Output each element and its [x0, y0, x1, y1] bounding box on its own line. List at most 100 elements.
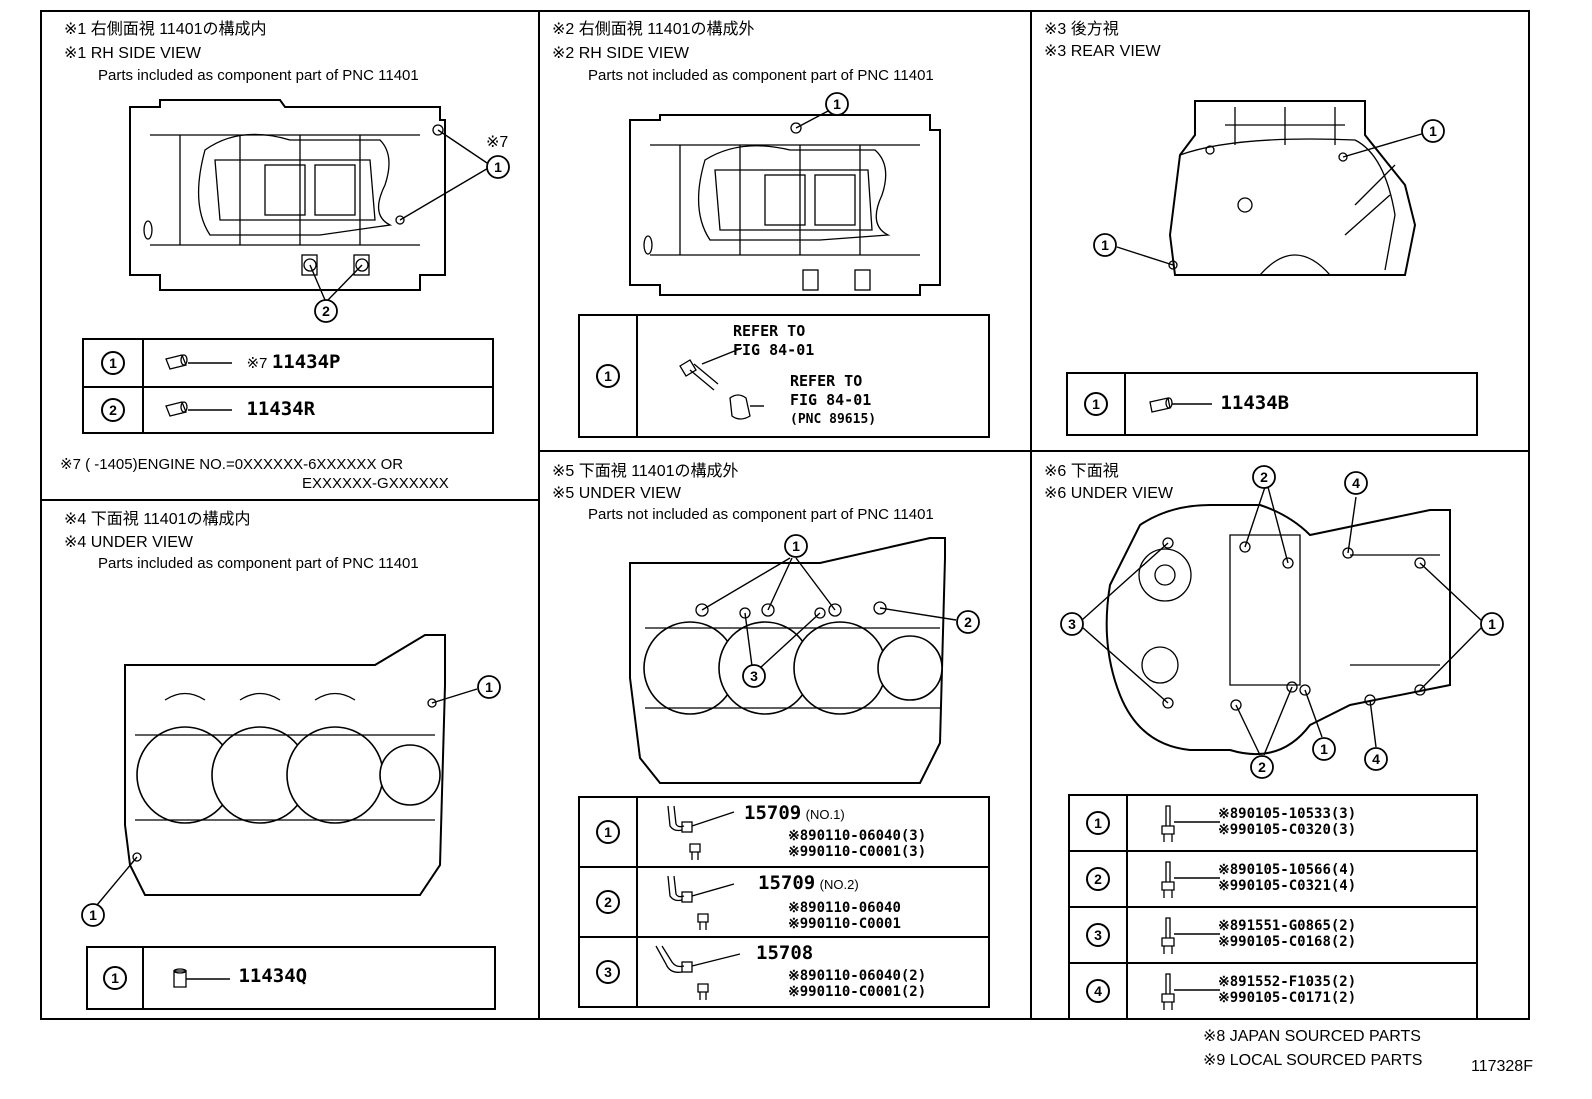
svg-text:1: 1: [833, 96, 841, 112]
japan-sourced-legend: ※8 JAPAN SOURCED PARTS: [1203, 1028, 1421, 1045]
part-ref-mark: ※7: [246, 354, 268, 372]
bolt-icon: [1161, 917, 1220, 954]
panel1-title-jp: ※1 右側面視 11401の構成内: [64, 21, 267, 38]
part-qualifier: (NO.2): [819, 877, 859, 892]
callout-number: 2: [101, 398, 125, 422]
rh-side-block-drawing-1: 1 2: [129, 99, 510, 323]
panel3-parts-table: 1 11434B: [1066, 372, 1478, 436]
svg-text:4: 4: [1352, 475, 1360, 491]
part-codes: ※890110-06040 ※990110-C0001: [788, 900, 901, 932]
panel4-title-en: ※4 UNDER VIEW: [64, 534, 193, 551]
part-codes: ※890105-10566(4) ※990105-C0321(4): [1218, 862, 1357, 894]
svg-text:2: 2: [1258, 759, 1266, 775]
panel5-parts-table: 1 15709 (NO.1) ※890110-06040(3) ※990110-…: [578, 796, 990, 1008]
panel5-subtitle: Parts not included as component part of …: [588, 506, 934, 523]
under-block-drawing-3: 2 2 1 1 3 4 4: [1060, 465, 1504, 779]
svg-text:1: 1: [494, 159, 502, 175]
part-number: 15709: [744, 802, 802, 824]
svg-text:3: 3: [750, 668, 758, 684]
callout-number: 3: [596, 960, 620, 984]
svg-text:2: 2: [964, 614, 972, 630]
panel3-title-jp: ※3 後方視: [1044, 21, 1119, 38]
panel2-title-en: ※2 RH SIDE VIEW: [552, 45, 689, 62]
panel5-row-1: 1 15709 (NO.1) ※890110-06040(3) ※990110-…: [578, 796, 990, 868]
panel4-parts-table: 1 11434Q: [86, 946, 496, 1010]
refer-to-label: REFER TO FIG 84-01 (PNC 89615): [790, 372, 877, 427]
divider-col2: [1030, 12, 1032, 1018]
bolt-icon: [679, 347, 764, 420]
panel1-subtitle: Parts included as component part of PNC …: [98, 67, 419, 84]
part-number: 11434Q: [238, 965, 308, 988]
panel6-row-2: 2 ※890105-10566(4) ※990105-C0321(4): [1068, 850, 1478, 908]
callout-number: 2: [596, 890, 620, 914]
panel6-title-en: ※6 UNDER VIEW: [1044, 485, 1173, 502]
divider-row-right: [538, 450, 1530, 452]
callout-number: 2: [1086, 867, 1110, 891]
part-codes: ※891552-F1035(2) ※990105-C0171(2): [1218, 974, 1357, 1006]
refer-to-label: REFER TO FIG 84-01: [733, 322, 815, 359]
part-number: 11434P: [271, 350, 341, 373]
part-number: 11434B: [1220, 391, 1290, 414]
panel3-title-en: ※3 REAR VIEW: [1044, 43, 1161, 60]
panel6-row-3: 3 ※891551-G0865(2) ※990105-C0168(2): [1068, 906, 1478, 964]
engine-number-note: ※7 ( -1405)ENGINE NO.=0XXXXXX-6XXXXXX OR: [60, 456, 404, 473]
panel2-subtitle: Parts not included as component part of …: [588, 67, 934, 84]
panel4-subtitle: Parts included as component part of PNC …: [98, 555, 419, 572]
dowel-pin-icon: [1149, 397, 1212, 414]
panel6-title-jp: ※6 下面視: [1044, 463, 1119, 480]
panel1-parts-table: 1 ※7 11434P 2 11434R: [82, 338, 494, 434]
callout-number: 1: [1084, 392, 1108, 416]
panel1-title-en: ※1 RH SIDE VIEW: [64, 45, 201, 62]
svg-text:1: 1: [485, 679, 493, 695]
engine-number-note-cont: EXXXXXX-GXXXXXX: [302, 475, 449, 492]
panel6-row-4: 4 ※891552-F1035(2) ※990105-C0171(2): [1068, 962, 1478, 1020]
part-number: 11434R: [246, 397, 316, 420]
part-codes: ※890110-06040(2) ※990110-C0001(2): [788, 968, 927, 1000]
dowel-pin-icon: [165, 401, 232, 418]
bolt-icon: [1161, 861, 1220, 898]
panel5-row-3: 3 15708 ※890110-06040(2) ※990110-C0001(2…: [578, 936, 990, 1008]
callout-number: 1: [103, 966, 127, 990]
figure-id: 117328F: [1471, 1058, 1533, 1075]
bolt-icon: [1161, 973, 1220, 1010]
panel6-parts-table: 1 ※890105-10533(3) ※990105-C0320(3) 2: [1068, 794, 1478, 1020]
part-codes: ※890105-10533(3) ※990105-C0320(3): [1218, 806, 1357, 838]
svg-text:2: 2: [1260, 469, 1268, 485]
diagram-frame: [40, 10, 1530, 1020]
dowel-pin-icon: [165, 354, 232, 371]
part-number: 15708: [756, 942, 814, 964]
dowel-pin-icon: [173, 968, 230, 988]
part-codes: ※890110-06040(3) ※990110-C0001(3): [788, 828, 927, 860]
panel3-row-1: 1 11434B: [1066, 372, 1478, 436]
panel5-title-jp: ※5 下面視 11401の構成外: [552, 463, 739, 480]
panel1-mark7: ※7: [486, 134, 509, 151]
panel6-row-1: 1 ※890105-10533(3) ※990105-C0320(3): [1068, 794, 1478, 852]
callout-number: 3: [1086, 923, 1110, 947]
svg-text:4: 4: [1372, 751, 1380, 767]
svg-text:2: 2: [322, 303, 330, 319]
panel1-row-1: 1 ※7 11434P: [82, 338, 494, 388]
callout-number: 1: [596, 364, 620, 388]
svg-text:1: 1: [792, 538, 800, 554]
bolt-icon: [1161, 805, 1220, 842]
callout-number: 1: [1086, 811, 1110, 835]
panel2-parts-table: 1 REFER TO FIG 84-01 REFER TO FIG 84-01 …: [578, 314, 990, 438]
svg-text:1: 1: [1429, 123, 1437, 139]
oil-jet-icon: [667, 875, 735, 930]
part-qualifier: (NO.1): [805, 807, 845, 822]
svg-text:3: 3: [1068, 616, 1076, 632]
panel4-title-jp: ※4 下面視 11401の構成内: [64, 511, 251, 528]
under-block-drawing-2: 1 2 3: [629, 534, 980, 784]
panel2-row-1: 1 REFER TO FIG 84-01 REFER TO FIG 84-01 …: [578, 314, 990, 438]
divider-col1: [538, 12, 540, 1018]
svg-text:1: 1: [1320, 741, 1328, 757]
oil-jet-icon: [655, 945, 741, 1000]
rear-block-drawing: 1 1: [1093, 100, 1445, 276]
svg-text:1: 1: [1101, 237, 1109, 253]
local-sourced-legend: ※9 LOCAL SOURCED PARTS: [1203, 1052, 1423, 1069]
callout-number: 1: [101, 351, 125, 375]
divider-row-left: [42, 499, 538, 501]
part-number: 15709: [758, 872, 816, 894]
panel2-title-jp: ※2 右側面視 11401の構成外: [552, 21, 755, 38]
callout-number: 1: [596, 820, 620, 844]
